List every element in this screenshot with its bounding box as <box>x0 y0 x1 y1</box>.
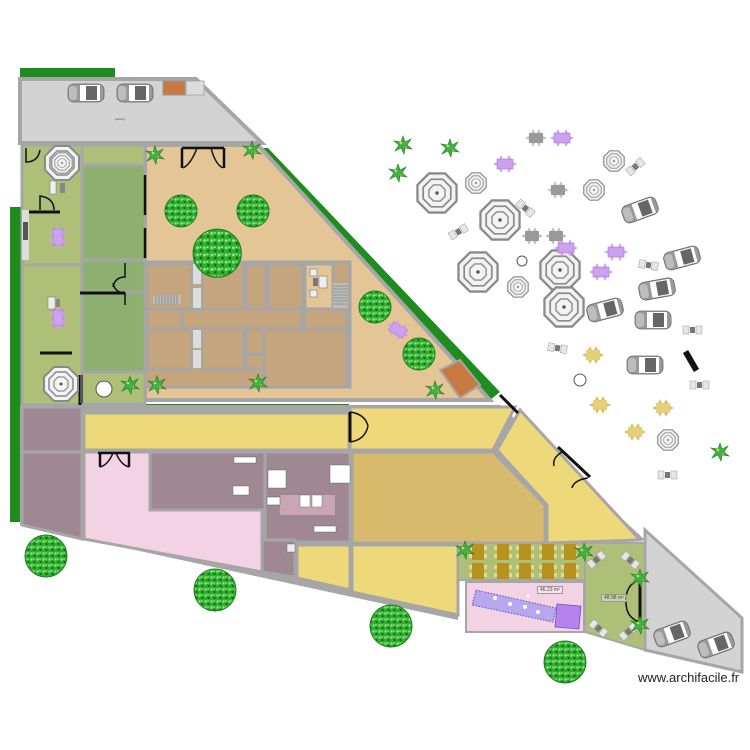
pool-area-label: 46.23 m² <box>537 586 563 594</box>
room[interactable] <box>200 327 246 371</box>
lawn-center-upper[interactable] <box>80 163 147 262</box>
tree-icon <box>369 604 413 648</box>
tree-icon <box>358 290 392 324</box>
corridor[interactable] <box>145 307 184 331</box>
staircase[interactable] <box>153 295 181 304</box>
wc-strip <box>193 264 201 284</box>
room[interactable] <box>244 352 266 371</box>
tree-icon <box>236 194 270 228</box>
wc-strip <box>193 288 201 308</box>
brick-planters <box>438 358 482 400</box>
tree-icon <box>192 228 242 278</box>
wing-yellow-east[interactable] <box>495 407 644 545</box>
storage-small <box>185 80 205 96</box>
sanitary-fixtures <box>232 456 351 553</box>
grill-icon <box>95 380 113 398</box>
room-gold[interactable] <box>350 450 547 545</box>
room-yellow-south[interactable] <box>350 543 460 617</box>
hedge-north <box>20 68 115 79</box>
hall-yellow[interactable] <box>82 411 351 452</box>
staircase-east[interactable] <box>333 283 348 308</box>
car-icon <box>67 83 105 103</box>
spa[interactable] <box>554 603 582 630</box>
room-large[interactable] <box>262 327 349 389</box>
lawn-center-mid[interactable] <box>80 258 147 294</box>
lawn-strip-top[interactable] <box>80 143 147 167</box>
room-yellow-north[interactable] <box>348 405 518 452</box>
watermark: www.archifacile.fr <box>638 670 740 685</box>
tree-icon <box>402 337 436 371</box>
outdoor-area-east <box>51 128 730 480</box>
tree-icon <box>193 568 237 612</box>
room[interactable] <box>244 327 266 356</box>
hedge-west <box>10 207 21 522</box>
building-tan <box>143 260 352 389</box>
room[interactable] <box>266 262 305 311</box>
armchairs-icon <box>309 268 328 298</box>
room[interactable] <box>145 327 194 371</box>
bench-icon <box>80 375 83 403</box>
kitchen-unit-icon <box>22 210 29 260</box>
room-mauve-west-2[interactable] <box>20 450 84 541</box>
tree-icon <box>24 534 68 578</box>
corridor-east[interactable] <box>302 307 349 331</box>
bench-icon <box>47 180 65 310</box>
pool-lights <box>493 594 540 614</box>
room[interactable] <box>244 262 268 311</box>
room-mauve-west-1[interactable] <box>20 405 84 454</box>
umbrella-icon <box>43 366 79 402</box>
lawn-center-lower[interactable] <box>80 290 147 374</box>
zone-label: parking <box>115 117 125 121</box>
corridor-main[interactable] <box>180 307 304 331</box>
wc-strip <box>193 350 201 368</box>
tree-icon <box>543 640 587 684</box>
storage-brick <box>162 80 186 96</box>
wc-strip <box>193 330 201 348</box>
room-mauve-small[interactable] <box>260 538 297 579</box>
tree-icon <box>164 194 198 228</box>
car-icon <box>116 83 154 103</box>
room-yellow-small[interactable] <box>295 543 352 592</box>
garden-area-label: 48.98 m² <box>601 594 627 602</box>
